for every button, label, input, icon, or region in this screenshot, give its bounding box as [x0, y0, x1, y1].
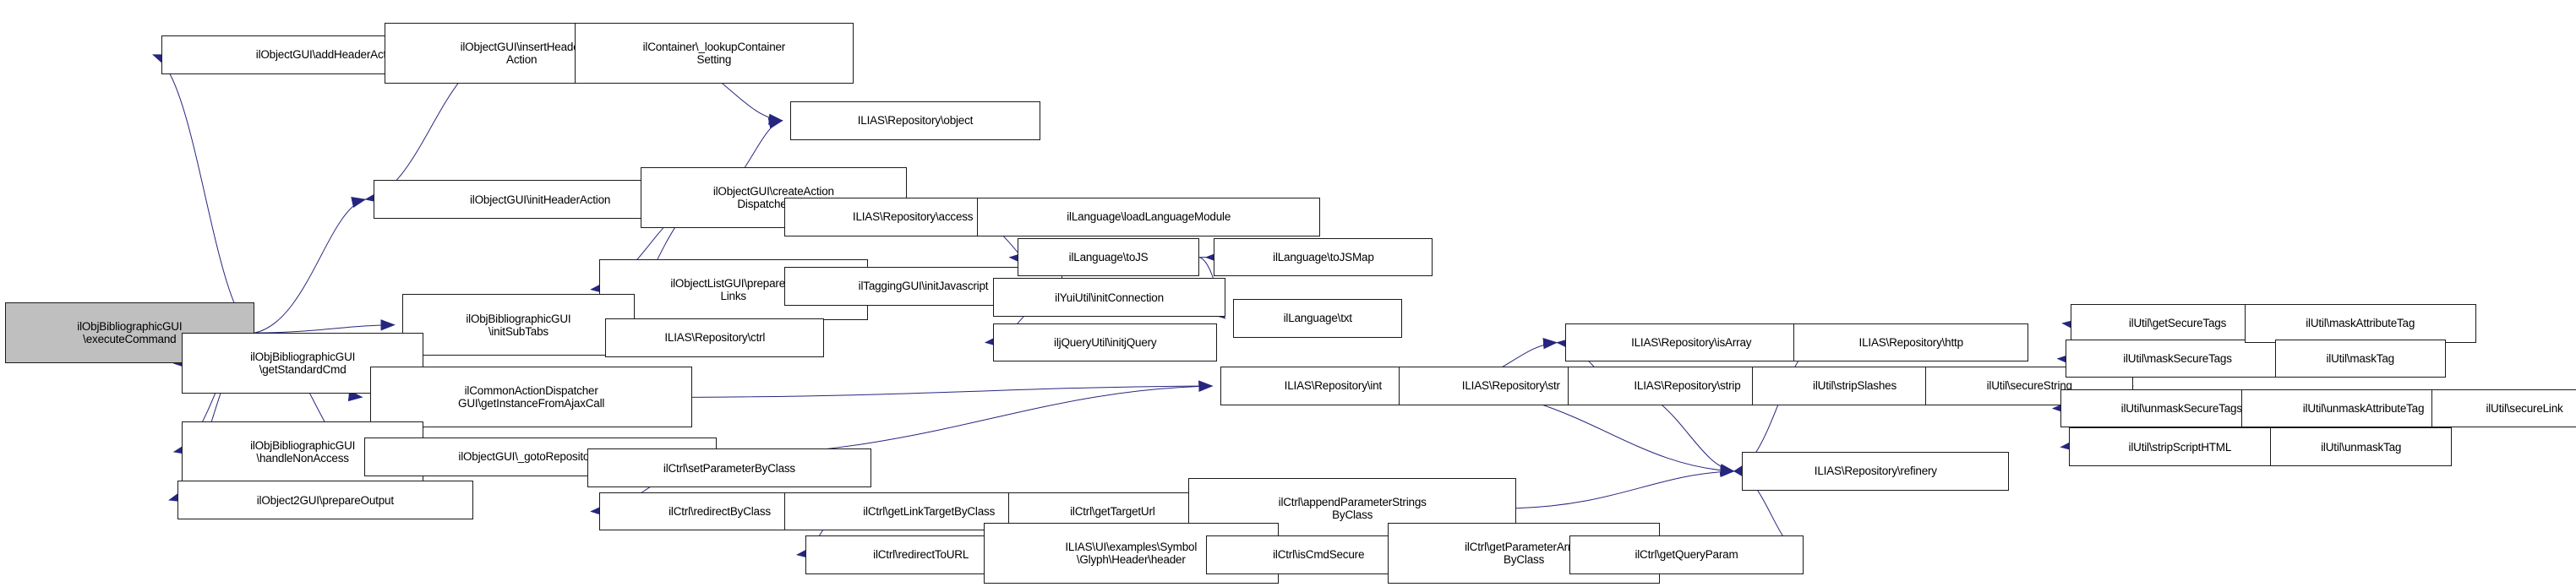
graph-node[interactable]: iljQueryUtil\initjQuery — [993, 323, 1218, 362]
graph-node-label: ilLanguage\toJSMap — [1273, 251, 1374, 264]
graph-node-label: ilCtrl\getQueryParam — [1635, 548, 1738, 562]
graph-node-label: ilLanguage\txt — [1283, 312, 1352, 325]
graph-node-label: ilCtrl\setParameterByClass — [663, 461, 795, 475]
graph-node-label: ilUtil\secureString — [1986, 379, 2072, 393]
graph-node-label: ilUtil\maskSecureTags — [2123, 352, 2232, 366]
graph-node-label: ILIAS\Repository\strip — [1634, 379, 1741, 393]
graph-node[interactable]: ilUtil\stripScriptHTML — [2068, 427, 2291, 467]
graph-node-label: ilObjBibliographicGUI \initSubTabs — [466, 312, 571, 338]
graph-node-label: ilCtrl\appendParameterStrings ByClass — [1278, 495, 1427, 521]
graph-node[interactable]: ilObjBibliographicGUI \initSubTabs — [402, 294, 635, 356]
graph-node[interactable]: ilCommonActionDispatcher GUI\getInstance… — [370, 367, 693, 428]
graph-node-label: ilCtrl\redirectByClass — [669, 504, 771, 518]
graph-node-label: ilObjBibliographicGUI \executeCommand — [77, 320, 183, 346]
graph-node-label: ILIAS\Repository\ctrl — [664, 331, 766, 345]
graph-node[interactable]: ILIAS\Repository\object — [790, 101, 1040, 140]
graph-node-label: ilObjBibliographicGUI \handleNonAccess — [250, 438, 356, 465]
graph-edge — [254, 197, 367, 333]
graph-node-label: ilUtil\unmaskAttributeTag — [2302, 402, 2425, 416]
graph-node-label: ilObjectGUI\insertHeader Action — [460, 40, 583, 66]
graph-node-label: ilYuiUtil\initConnection — [1055, 291, 1164, 304]
graph-node[interactable]: ilLanguage\txt — [1233, 299, 1403, 338]
graph-node-label: ilUtil\maskTag — [2326, 352, 2394, 366]
graph-node-label: ilCommonActionDispatcher GUI\getInstance… — [458, 384, 605, 410]
graph-node[interactable]: ilObject2GUI\prepareOutput — [177, 481, 474, 520]
graph-node-label: ilUtil\getSecureTags — [2128, 317, 2227, 330]
graph-node-label: ilCtrl\redirectToURL — [873, 548, 969, 562]
graph-node-label: ilObjectGUI\initHeaderAction — [470, 193, 611, 206]
graph-node-label: ilLanguage\loadLanguageModule — [1067, 210, 1231, 224]
graph-node-label: ILIAS\Repository\isArray — [1631, 336, 1752, 349]
graph-node[interactable]: ilLanguage\loadLanguageModule — [977, 198, 1321, 236]
graph-node-label: ilObjectGUI\_gotoRepositoryRoot — [458, 450, 622, 464]
graph-node-label: iljQueryUtil\initjQuery — [1054, 336, 1157, 349]
graph-node[interactable]: ILIAS\Repository\refinery — [1742, 452, 2010, 491]
graph-node-label: ILIAS\Repository\int — [1284, 379, 1383, 393]
graph-node[interactable]: ILIAS\Repository\isArray — [1564, 323, 1818, 362]
graph-node-label: ilObjBibliographicGUI \getStandardCmd — [250, 351, 356, 377]
graph-edge — [1517, 465, 1735, 508]
graph-node-label: ILIAS\UI\examples\Symbol \Glyph\Header\h… — [1065, 540, 1198, 566]
graph-node[interactable]: ilUtil\unmaskTag — [2270, 427, 2453, 467]
graph-edge — [692, 380, 1214, 397]
graph-edge — [254, 319, 396, 334]
graph-node-label: ilObjectListGUI\prepareJs Links — [670, 276, 797, 302]
graph-node-label: ilUtil\stripScriptHTML — [2128, 440, 2232, 454]
graph-node-label: ilTaggingGUI\initJavascript — [858, 280, 989, 293]
graph-node-label: ILIAS\Repository\str — [1461, 379, 1560, 393]
graph-node-label: ILIAS\Repository\refinery — [1814, 465, 1937, 478]
graph-node[interactable]: ilUtil\maskTag — [2274, 339, 2446, 378]
graph-node[interactable]: ilUtil\secureLink — [2431, 389, 2576, 428]
graph-node-label: ilCtrl\getTargetUrl — [1070, 504, 1155, 518]
graph-node[interactable]: ilContainer\_lookupContainer Setting — [575, 22, 854, 84]
graph-node-label: ILIAS\Repository\object — [857, 114, 974, 128]
graph-node-label: ilContainer\_lookupContainer Setting — [642, 40, 786, 66]
graph-node-label: ILIAS\Repository\access — [852, 210, 974, 224]
graph-node[interactable]: ilLanguage\toJS — [1017, 237, 1200, 277]
graph-node[interactable]: ilYuiUtil\initConnection — [993, 278, 1225, 318]
graph-node-label: ilUtil\maskAttributeTag — [2306, 317, 2415, 330]
graph-node-label: ilCtrl\getLinkTargetByClass — [863, 504, 996, 518]
graph-node-label: ilLanguage\toJS — [1068, 251, 1149, 264]
graph-node[interactable]: ILIAS\Repository\http — [1793, 323, 2029, 362]
graph-node-label: ilUtil\unmaskTag — [2321, 440, 2402, 454]
graph-node[interactable]: ilLanguage\toJSMap — [1214, 237, 1433, 277]
graph-node-label: ilUtil\stripSlashes — [1813, 379, 1897, 393]
graph-node[interactable]: ilUtil\maskAttributeTag — [2244, 303, 2476, 343]
graph-node[interactable]: ilCtrl\setParameterByClass — [587, 448, 871, 487]
graph-edge — [152, 55, 254, 333]
graph-node[interactable]: ilCtrl\getQueryParam — [1569, 535, 1804, 574]
graph-node[interactable]: ILIAS\Repository\ctrl — [605, 318, 825, 357]
graph-node-label: ilObject2GUI\prepareOutput — [256, 493, 394, 507]
graph-node-label: ilCtrl\isCmdSecure — [1273, 548, 1365, 562]
graph-node-label: ilUtil\secureLink — [2486, 402, 2563, 416]
graph-node-label: ILIAS\Repository\http — [1858, 336, 1964, 349]
graph-node-label: ilUtil\unmaskSecureTags — [2120, 402, 2242, 416]
graph-node-label: ilCtrl\getParameterArray ByClass — [1465, 540, 1584, 566]
graph-node[interactable]: ilUtil\maskSecureTags — [2066, 339, 2289, 378]
graph-node[interactable]: ilUtil\stripSlashes — [1751, 367, 1958, 405]
graph-node-label: ilObjectGUI\addHeaderAction — [255, 48, 401, 62]
